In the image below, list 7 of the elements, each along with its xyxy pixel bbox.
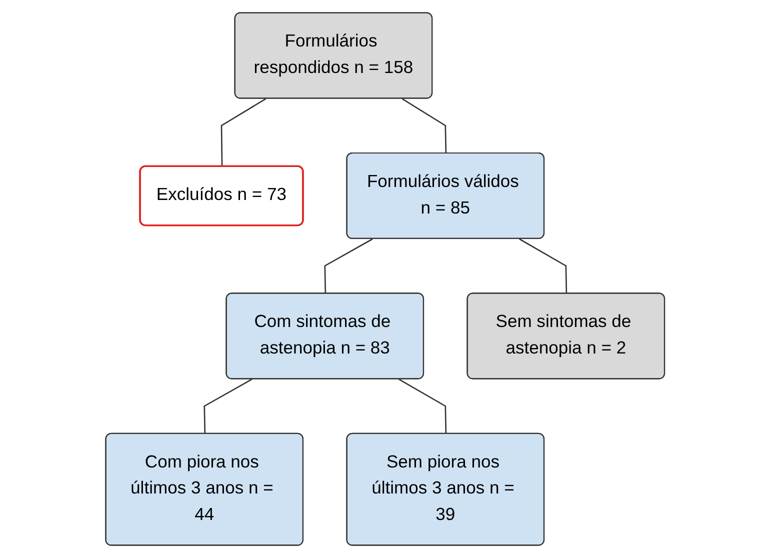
connector [402, 98, 446, 154]
connector [204, 378, 252, 434]
connector [324, 238, 373, 294]
flowchart: Formulários respondidos n = 158 Excluídos n = 73 Formulários válidos n = 85 Com sintomas de astenopia n = 83 Sem sintomas de astenopia n = 2 Com piora nos últimos 3 anos n = 44 Sem piora nos últimos 3 anos n = 39 [96, 4, 674, 554]
connector [518, 238, 567, 294]
connector [220, 98, 266, 167]
connector [398, 378, 446, 434]
